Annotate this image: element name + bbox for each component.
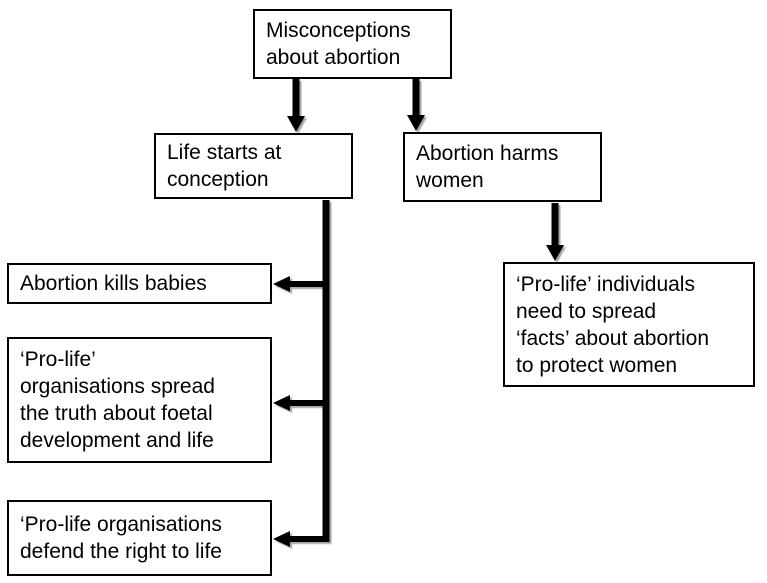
node-prolife-organisations-spread-truth: ‘Pro-life’ organisations spread the trut… [7,337,272,463]
node-misconceptions-root: Misconceptions about abortion [253,9,452,79]
arrow-harms-to-protect [546,203,564,261]
arrow-life-to-defend [273,531,329,547]
node-prolife-organisations-spread-truth-label: ‘Pro-life’ organisations spread the trut… [20,348,215,452]
node-life-starts-at-conception-label: Life starts at conception [167,141,282,191]
arrow-root-to-life [287,79,305,132]
node-abortion-harms-women-label: Abortion harms women [416,142,559,192]
arrow-life-to-kills [273,276,329,292]
node-prolife-individuals-spread-facts: ‘Pro-life’ individuals need to spread ‘f… [503,262,755,387]
node-prolife-individuals-spread-facts-label: ‘Pro-life’ individuals need to spread ‘f… [516,272,710,377]
node-abortion-harms-women: Abortion harms women [403,132,602,202]
arrow-life-to-spread [273,395,329,411]
node-prolife-organisations-defend-right-label: ‘Pro-life organisations defend the right… [20,513,222,563]
node-prolife-organisations-defend-right: ‘Pro-life organisations defend the right… [7,500,272,576]
node-life-starts-at-conception: Life starts at conception [154,133,353,199]
node-abortion-kills-babies-label: Abortion kills babies [20,272,207,295]
arrow-root-to-harms [407,79,425,131]
node-misconceptions-root-label: Misconceptions about abortion [266,19,411,69]
node-abortion-kills-babies: Abortion kills babies [7,263,272,304]
